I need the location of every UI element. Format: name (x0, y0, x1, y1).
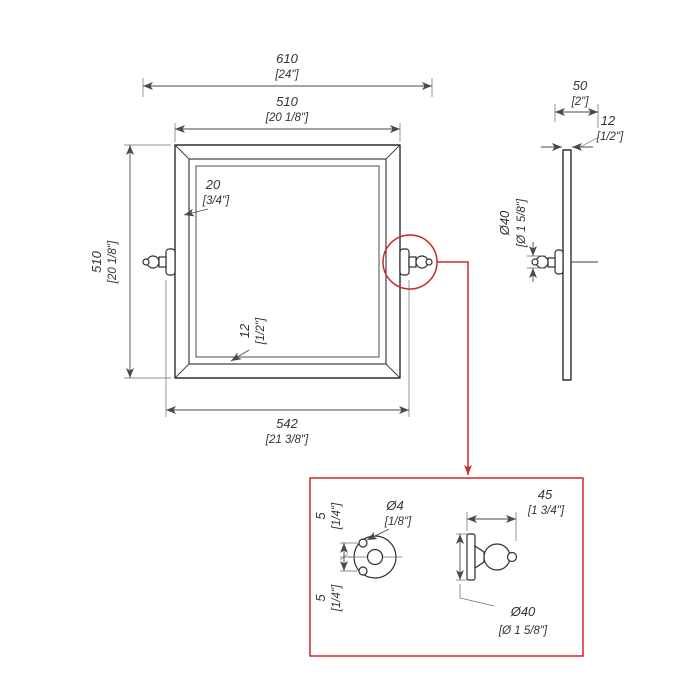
side-pivot-knob (531, 249, 564, 275)
detail-knob-length-mm: 45 (538, 487, 553, 502)
detail-leader-line (437, 261, 472, 475)
dim-front-pivot-span: 542 [21 3/8"] (165, 280, 410, 446)
knob-tip (506, 551, 518, 563)
detail-hole-dia-mm: Ø4 (385, 498, 403, 513)
dim-front-height: 510 [20 1/8"] (89, 144, 171, 379)
side-knob-dia-mm: Ø40 (497, 210, 512, 236)
knob-ball (483, 543, 511, 571)
detail-flange-dia-in: [Ø 1 5/8"] (498, 625, 548, 637)
bevel-width-in: [1/2"] (255, 317, 267, 345)
front-height-mm: 510 (89, 250, 104, 272)
side-depth-in: [2"] (571, 96, 590, 108)
knob-flange (466, 533, 476, 581)
detail-offset-bottom-mm: 5 (313, 594, 328, 602)
front-frame-width-in: [20 1/8"] (265, 112, 309, 124)
frame-width-in: [3/4"] (202, 195, 230, 207)
front-pivot-span-in: [21 3/8"] (265, 434, 309, 446)
mirror-inner-frame (188, 158, 387, 365)
left-pivot-knob (142, 248, 176, 276)
right-pivot-knob (399, 248, 433, 276)
screw-hole-dia-callout: Ø4 [1/8"] (366, 498, 412, 541)
plate-screw-hole-top (358, 538, 368, 548)
dim-detail-knob-length: 45 [1 3/4"] (466, 487, 565, 541)
detail-offset-top-mm: 5 (313, 512, 328, 520)
detail-knob-length-in: [1 3/4"] (527, 505, 565, 517)
dim-detail-flange-dia: Ø40 [Ø 1 5/8"] (456, 533, 548, 637)
side-thickness-in: [1/2"] (596, 131, 624, 143)
detail-box (309, 477, 584, 657)
mirror-bevel-edge (195, 165, 380, 358)
knob-neck (474, 544, 485, 570)
detail-plate-face (348, 535, 402, 579)
bevel-width-callout: 12 [1/2"] (230, 317, 267, 362)
front-frame-width-mm: 510 (276, 94, 298, 109)
frame-width-callout: 20 [3/4"] (183, 177, 230, 217)
plate-center-hole (366, 548, 384, 566)
dim-detail-screw-offsets: 5 [1/4"] 5 [1/4"] (313, 502, 358, 612)
side-knob-dia-in: [Ø 1 5/8"] (516, 198, 528, 248)
frame-width-mm: 20 (205, 177, 221, 192)
dim-side-thickness: 12 [1/2"] (541, 113, 624, 151)
front-overall-width-in: [24"] (274, 69, 299, 81)
dim-front-frame-width: 510 [20 1/8"] (174, 94, 401, 142)
front-overall-width-mm: 610 (276, 51, 298, 66)
side-view (531, 149, 598, 381)
plate-screw-hole-bottom (358, 566, 368, 576)
front-pivot-span-mm: 542 (276, 416, 298, 431)
detail-offset-bottom-in: [1/4"] (331, 584, 343, 612)
side-mirror-profile (562, 149, 572, 381)
side-thickness-mm: 12 (601, 113, 616, 128)
side-depth-mm: 50 (573, 78, 588, 93)
front-view (142, 144, 433, 379)
front-height-in: [20 1/8"] (107, 240, 119, 284)
detail-hole-dia-in: [1/8"] (384, 516, 412, 528)
detail-knob-profile (466, 533, 518, 581)
frame-corner-miter-lines (174, 144, 401, 379)
dim-side-depth: 50 [2"] (554, 78, 599, 128)
detail-offset-top-in: [1/4"] (331, 502, 343, 530)
bevel-width-mm: 12 (237, 323, 252, 338)
detail-flange-dia-mm: Ø40 (510, 604, 536, 619)
dim-front-overall-width: 610 [24"] (142, 51, 433, 97)
dim-side-knob-dia: Ø40 [Ø 1 5/8"] (497, 198, 546, 282)
